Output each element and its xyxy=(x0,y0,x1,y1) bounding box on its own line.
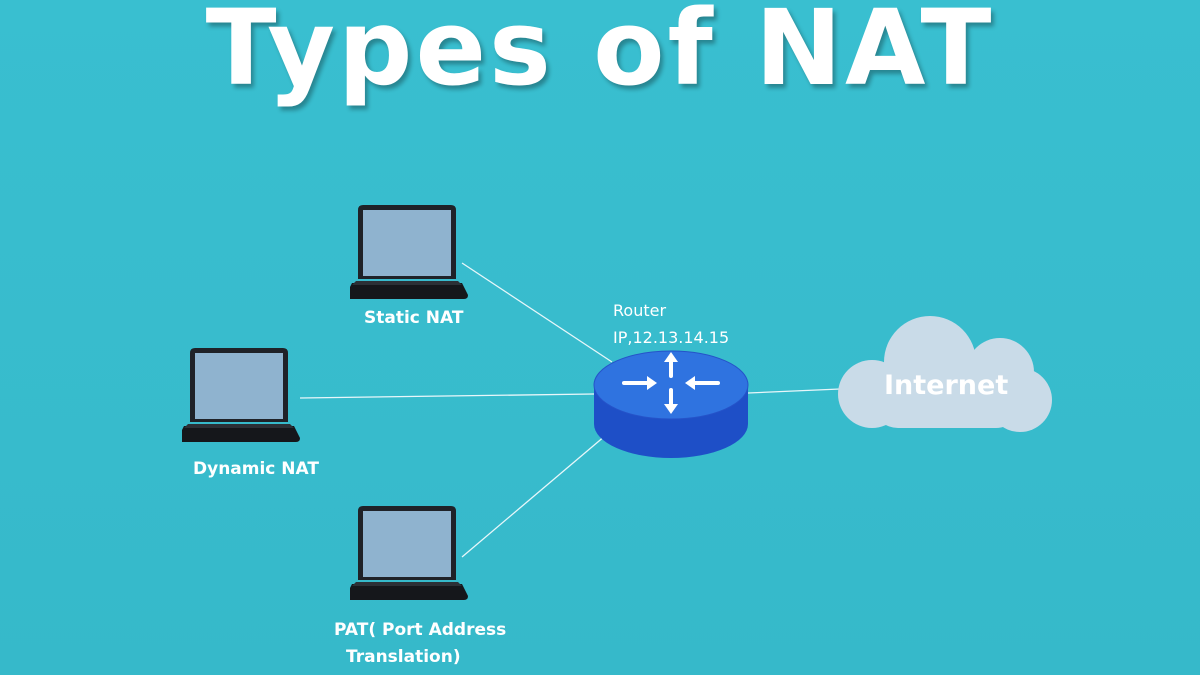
page-title: Types of NAT xyxy=(205,0,995,109)
link-router-internet xyxy=(747,388,841,394)
static-nat-label: Static NAT xyxy=(364,308,464,328)
internet-label: Internet xyxy=(884,370,1009,401)
link-dynamic-router xyxy=(299,393,595,399)
router-label: Router xyxy=(613,301,667,320)
router-icon xyxy=(593,350,749,458)
link-pat-router xyxy=(461,429,613,558)
dynamic-nat-label: Dynamic NAT xyxy=(193,459,319,479)
laptop-icon xyxy=(182,348,300,442)
router-ip-label: IP,12.13.14.15 xyxy=(613,328,730,347)
laptop-icon xyxy=(350,506,468,600)
laptop-icon xyxy=(350,205,468,299)
pat-label-line1: PAT( Port Address xyxy=(334,620,507,640)
pat-label-line2: Translation) xyxy=(346,647,461,667)
link-static-router xyxy=(461,262,613,363)
cloud-icon xyxy=(838,316,1052,432)
